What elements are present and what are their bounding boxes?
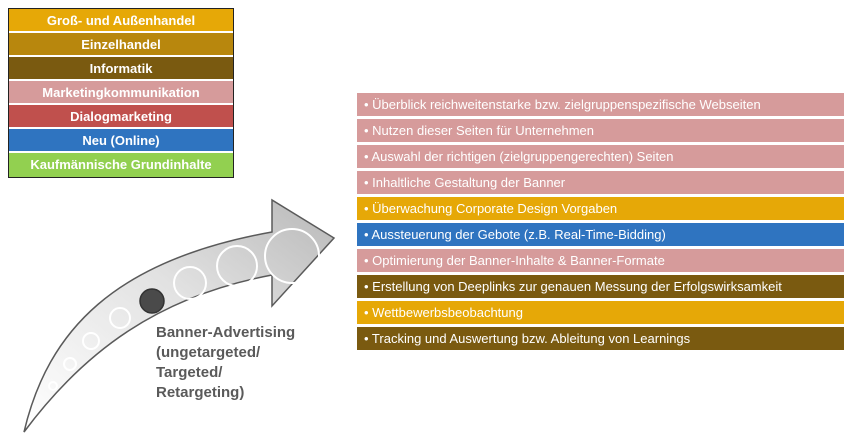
arrow-step — [63, 357, 77, 371]
task-item: • Nutzen dieser Seiten für Unternehmen — [357, 119, 844, 142]
legend-item-informatics: Informatik — [9, 57, 233, 81]
arrow-step-active — [139, 288, 165, 314]
task-list: • Überblick reichweitenstarke bzw. zielg… — [357, 93, 844, 353]
category-legend: Groß- und Außenhandel Einzelhandel Infor… — [8, 8, 234, 178]
task-item: • Inhaltliche Gestaltung der Banner — [357, 171, 844, 194]
task-item: • Aussteuerung der Gebote (z.B. Real-Tim… — [357, 223, 844, 246]
arrow-step — [109, 307, 131, 329]
task-item: • Tracking und Auswertung bzw. Ableitung… — [357, 327, 844, 350]
arrow-step — [216, 245, 258, 287]
task-item: • Wettbewerbsbeobachtung — [357, 301, 844, 324]
task-item: • Überwachung Corporate Design Vorgaben — [357, 197, 844, 220]
arrow-label: Banner-Advertising (ungetargeted/ Target… — [156, 324, 296, 401]
arrow-step — [264, 228, 320, 284]
task-item: • Optimierung der Banner-Inhalte & Banne… — [357, 249, 844, 272]
arrow-shape — [23, 198, 336, 433]
legend-item-commercial-basics: Kaufmännische Grundinhalte — [9, 153, 233, 177]
task-item: • Erstellung von Deeplinks zur genauen M… — [357, 275, 844, 298]
task-item: • Auswahl der richtigen (zielgruppengere… — [357, 145, 844, 168]
legend-item-dialog-marketing: Dialogmarketing — [9, 105, 233, 129]
legend-item-new-online: Neu (Online) — [9, 129, 233, 153]
task-item: • Überblick reichweitenstarke bzw. zielg… — [357, 93, 844, 116]
arrow-step — [48, 381, 58, 391]
arrow-step — [82, 332, 100, 350]
legend-item-retail: Einzelhandel — [9, 33, 233, 57]
legend-item-marketing-communication: Marketingkommunikation — [9, 81, 233, 105]
arrow-step — [173, 266, 207, 300]
arrow-steps — [48, 228, 320, 391]
legend-item-wholesale: Groß- und Außenhandel — [9, 9, 233, 33]
